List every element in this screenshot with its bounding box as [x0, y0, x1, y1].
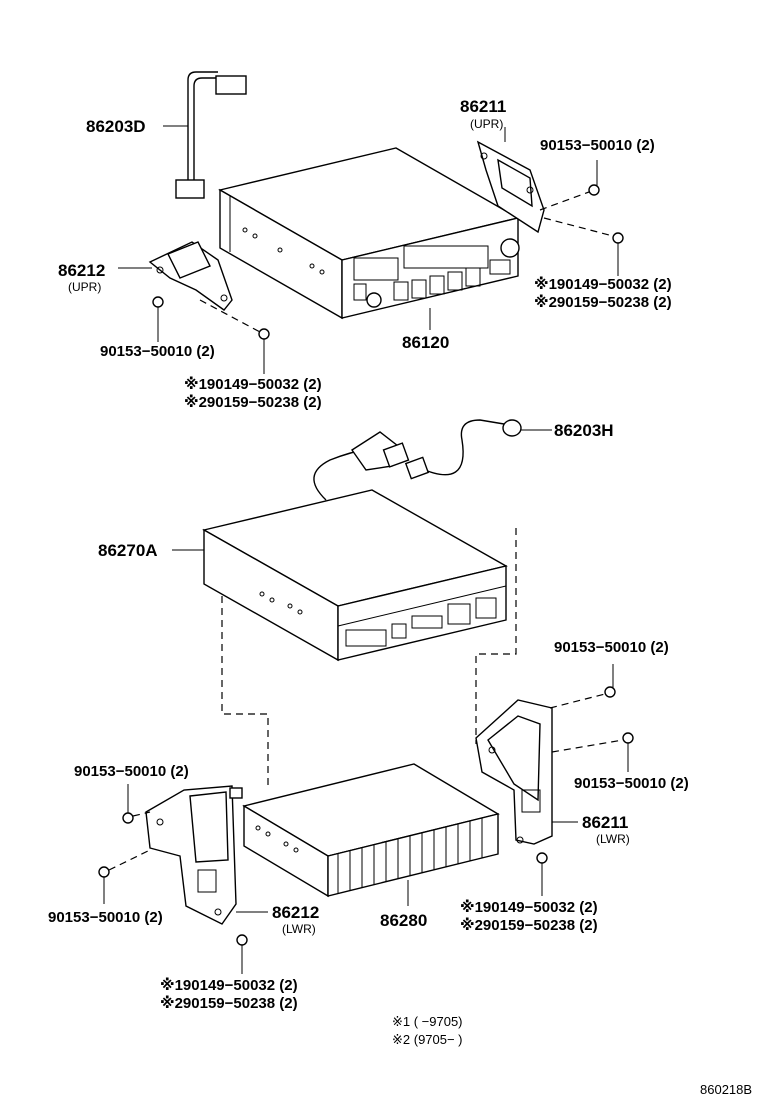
note-2: ※2 (9705− )	[392, 1032, 463, 1047]
note-1: ※1 ( −9705)	[392, 1014, 463, 1029]
label-90153-mid-right: 90153−50010 (2)	[554, 639, 669, 656]
label-90149-bottom: ※190149−50032 (2)	[160, 976, 298, 994]
label-90159-top-right: ※290159−50238 (2)	[534, 293, 672, 311]
bracket-86212-lwr	[145, 785, 268, 925]
label-86270a: 86270A	[98, 541, 158, 560]
label-86203d: 86203D	[86, 117, 146, 136]
radio-unit-86120	[218, 147, 520, 330]
label-90159-lower-right: ※290159−50238 (2)	[460, 916, 598, 934]
figure-id: 860218B	[700, 1082, 752, 1097]
label-90149-top-left: ※190149−50032 (2)	[184, 375, 322, 393]
label-86212-upr: 86212	[58, 261, 105, 280]
label-86212-lwr: 86212	[272, 903, 319, 922]
label-90153-top-right: 90153−50010 (2)	[540, 137, 655, 154]
label-86211-lwr: 86211	[582, 813, 628, 832]
bracket-86212-upr	[118, 241, 233, 311]
label-86280: 86280	[380, 911, 427, 930]
label-90153-lower-left-bottom: 90153−50010 (2)	[48, 909, 163, 926]
label-86120: 86120	[402, 333, 449, 352]
label-86203h: 86203H	[554, 421, 614, 440]
label-86212-lwr-sub: (LWR)	[282, 922, 316, 936]
cd-unit-86270a	[172, 489, 508, 662]
part-labels: 86203D 86211 (UPR) 90153−50010 (2) ※1901…	[48, 97, 689, 1012]
label-90149-lower-right: ※190149−50032 (2)	[460, 898, 598, 916]
label-86211-upr: 86211	[460, 97, 506, 116]
screws-lower	[98, 664, 634, 974]
notes: ※1 ( −9705) ※2 (9705− )	[392, 1014, 463, 1047]
label-90159-bottom: ※290159−50238 (2)	[160, 994, 298, 1012]
label-90149-top-right: ※190149−50032 (2)	[534, 275, 672, 293]
screws-top	[152, 160, 624, 374]
label-86211-lwr-sub: (LWR)	[596, 832, 630, 846]
label-90159-top-left: ※290159−50238 (2)	[184, 393, 322, 411]
bracket-86211-lwr	[475, 699, 578, 845]
label-86212-upr-sub: (UPR)	[68, 280, 101, 294]
alignment-lines	[221, 528, 517, 790]
cable-86203h	[313, 419, 552, 501]
label-90153-lower-left-top: 90153−50010 (2)	[74, 763, 189, 780]
amplifier-86280	[242, 763, 500, 906]
label-90153-lower-right: 90153−50010 (2)	[574, 775, 689, 792]
bracket-86211-upr	[476, 127, 545, 234]
harness-86203d	[163, 71, 247, 199]
label-86211-upr-sub: (UPR)	[470, 117, 503, 131]
label-90153-top-left: 90153−50010 (2)	[100, 343, 215, 360]
